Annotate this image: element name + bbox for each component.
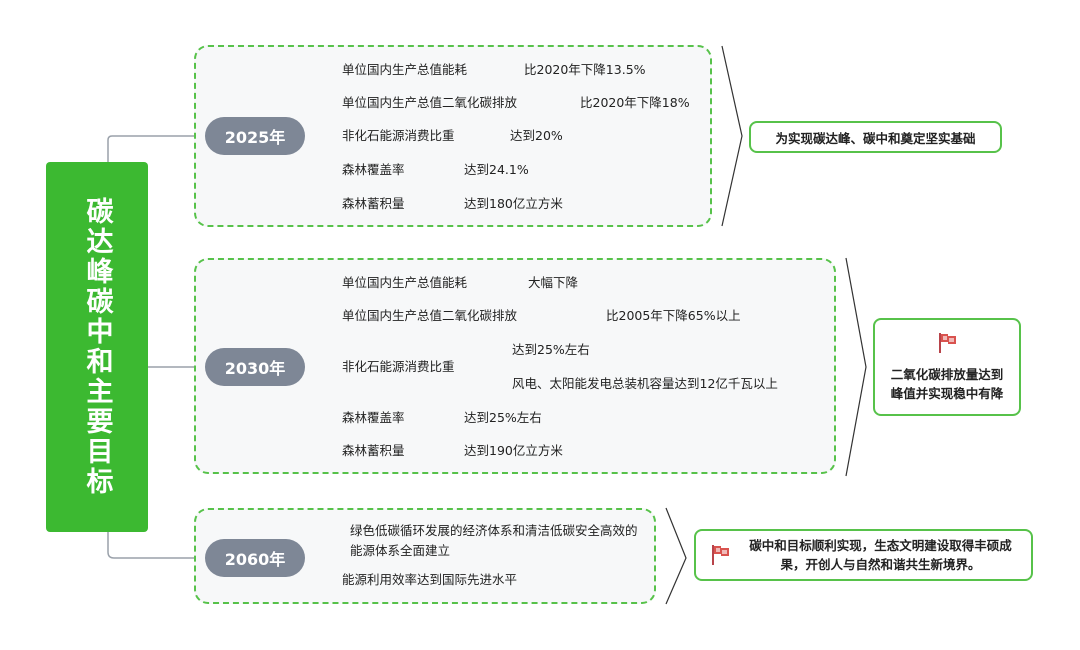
- result-box-2025: 为实现碳达峰、碳中和奠定坚实基础: [749, 121, 1002, 153]
- flag-icon: [939, 333, 956, 353]
- item-label: 非化石能源消费比重: [342, 128, 455, 143]
- flag-icon: [712, 545, 729, 565]
- year-pill-2030: 2030年: [205, 348, 305, 386]
- item-value: 达到25%左右: [464, 410, 542, 425]
- item-value: 比2005年下降65%以上: [606, 308, 741, 323]
- item-subvalue: 达到25%左右: [512, 342, 590, 357]
- item-value: 达到180亿立方米: [464, 196, 563, 211]
- item-value: 达到24.1%: [464, 162, 529, 177]
- item-label: 能源利用效率达到国际先进水平: [342, 572, 518, 587]
- result-box-2030: 二氧化碳排放量达到峰值并实现稳中有降: [873, 318, 1021, 416]
- item-label: 单位国内生产总值能耗: [342, 275, 468, 290]
- root-title: 碳达峰碳中和主要目标: [81, 197, 113, 497]
- item-subvalue: 风电、太阳能发电总装机容量达到12亿千瓦以上: [512, 376, 778, 391]
- year-pill-2025: 2025年: [205, 117, 305, 155]
- item-value: 比2020年下降13.5%: [524, 62, 646, 77]
- year-pill-2060: 2060年: [205, 539, 305, 577]
- item-label: 森林蓄积量: [342, 443, 405, 458]
- item-label: 单位国内生产总值二氧化碳排放: [342, 95, 518, 110]
- item-value: 比2020年下降18%: [580, 95, 690, 110]
- result-text: 二氧化碳排放量达到峰值并实现稳中有降: [890, 367, 1004, 401]
- item-label: 森林蓄积量: [342, 196, 405, 211]
- item-label: 绿色低碳循环发展的经济体系和清洁低碳安全高效的能源体系全面建立: [350, 523, 638, 558]
- item-value: 大幅下降: [528, 275, 579, 290]
- result-text: 碳中和目标顺利实现，生态文明建设取得丰硕成果，开创人与自然和谐共生新境界。: [749, 538, 1012, 572]
- item-label: 单位国内生产总值二氧化碳排放: [342, 308, 518, 323]
- item-label: 单位国内生产总值能耗: [342, 62, 468, 77]
- result-text: 为实现碳达峰、碳中和奠定坚实基础: [775, 130, 976, 146]
- item-value: 达到20%: [510, 128, 563, 143]
- item-label: 森林覆盖率: [342, 162, 405, 177]
- item-value: 达到190亿立方米: [464, 443, 563, 458]
- root-node: 碳达峰碳中和主要目标: [46, 162, 148, 532]
- item-label: 森林覆盖率: [342, 410, 405, 425]
- item-label: 非化石能源消费比重: [342, 359, 455, 374]
- result-box-2060: 碳中和目标顺利实现，生态文明建设取得丰硕成果，开创人与自然和谐共生新境界。: [694, 529, 1033, 581]
